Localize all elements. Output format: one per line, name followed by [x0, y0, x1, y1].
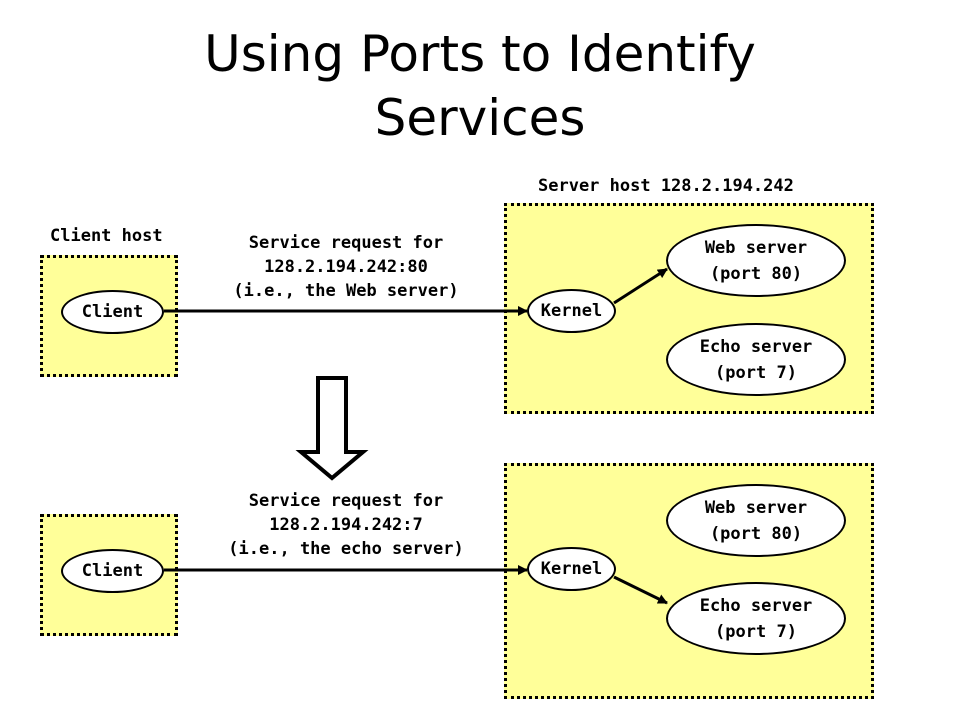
bottom-request-line-3: (i.e., the echo server)	[228, 539, 464, 559]
bottom-request-label: Service request for 128.2.194.242:7 (i.e…	[196, 489, 496, 561]
top-request-label: Service request for 128.2.194.242:80 (i.…	[196, 231, 496, 303]
bottom-client-node: Client	[61, 549, 164, 593]
title-line-2: Services	[374, 89, 586, 147]
title-line-1: Using Ports to Identify	[204, 25, 756, 83]
bottom-echo-server-node: Echo server (port 7)	[666, 582, 846, 655]
bottom-web-server-node: Web server (port 80)	[666, 484, 846, 557]
client-host-label: Client host	[50, 226, 163, 246]
top-request-line-3: (i.e., the Web server)	[233, 281, 459, 301]
top-client-node: Client	[61, 290, 164, 334]
bottom-request-line-2: 128.2.194.242:7	[269, 515, 423, 535]
down-arrow-icon	[295, 376, 369, 481]
bottom-request-line-1: Service request for	[248, 491, 444, 511]
server-host-label: Server host 128.2.194.242	[538, 176, 794, 196]
top-request-line-1: Service request for	[248, 233, 444, 253]
slide-title: Using Ports to Identify Services	[0, 22, 960, 150]
bottom-kernel-node: Kernel	[527, 547, 616, 591]
top-web-server-node: Web server (port 80)	[666, 224, 846, 297]
top-echo-server-node: Echo server (port 7)	[666, 323, 846, 396]
top-request-line-2: 128.2.194.242:80	[264, 257, 428, 277]
top-kernel-node: Kernel	[527, 289, 616, 333]
